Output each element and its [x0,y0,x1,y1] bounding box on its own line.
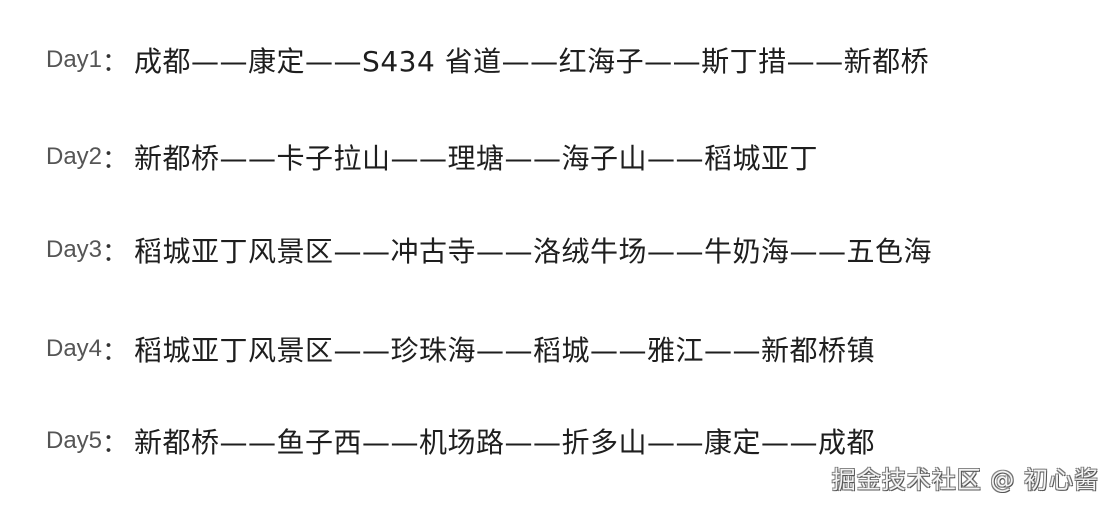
itinerary-day-2: Day2 ： 新都桥——卡子拉山——理塘——海子山——稻城亚丁 [46,132,818,182]
day-route: 新都桥——鱼子西——机场路——折多山——康定——成都 [134,426,876,459]
day-colon: ： [102,144,129,175]
day-label: Day5 [46,427,103,454]
day-route: 新都桥——卡子拉山——理塘——海子山——稻城亚丁 [134,142,819,175]
day-colon: ： [102,47,129,78]
day-label: Day1 [46,46,103,73]
day-colon: ： [102,428,129,459]
watermark: 掘金技术社区 @ 初心酱 [831,466,1099,494]
day-route: 稻城亚丁风景区——珍珠海——稻城——雅江——新都桥镇 [134,334,876,367]
day-label: Day4 [46,335,103,362]
itinerary-day-3: Day3 ： 稻城亚丁风景区——冲古寺——洛绒牛场——牛奶海——五色海 [46,225,932,275]
day-route: 成都——康定——S434 省道——红海子——斯丁措——新都桥 [134,45,930,78]
itinerary-day-1: Day1 ： 成都——康定——S434 省道——红海子——斯丁措——新都桥 [46,35,929,85]
day-route: 稻城亚丁风景区——冲古寺——洛绒牛场——牛奶海——五色海 [134,235,933,268]
itinerary-day-4: Day4 ： 稻城亚丁风景区——珍珠海——稻城——雅江——新都桥镇 [46,324,875,374]
day-colon: ： [102,336,129,367]
day-label: Day3 [46,236,103,263]
day-label: Day2 [46,143,103,170]
itinerary-day-5: Day5 ： 新都桥——鱼子西——机场路——折多山——康定——成都 [46,416,875,466]
day-colon: ： [102,237,129,268]
